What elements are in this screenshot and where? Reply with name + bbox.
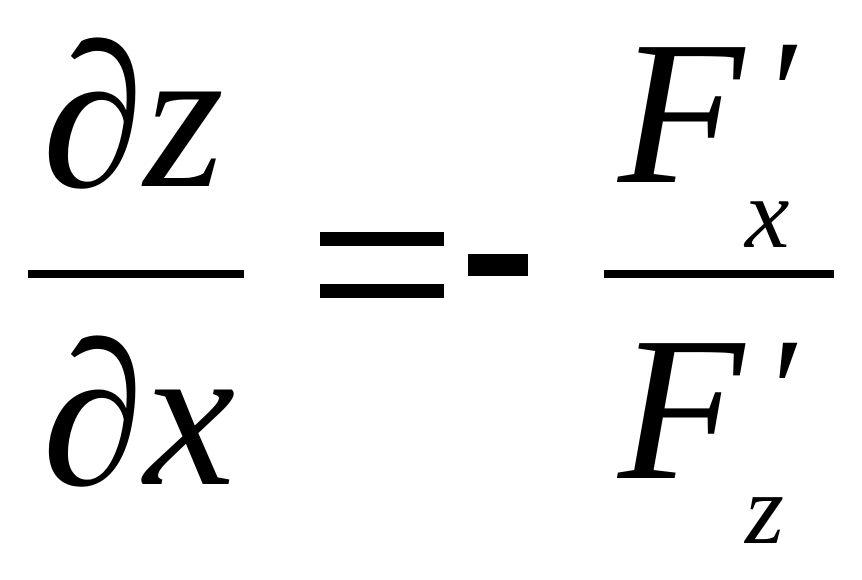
rhs-numerator-subscript: x bbox=[745, 158, 790, 269]
lhs-numerator: ∂z bbox=[42, 2, 224, 231]
equals-bar-bottom bbox=[320, 284, 444, 298]
lhs-fraction-bar bbox=[28, 270, 244, 278]
rhs-numerator-symbol: F bbox=[618, 0, 744, 227]
rhs-denominator-symbol: F bbox=[618, 294, 744, 523]
minus-sign: - bbox=[468, 254, 528, 276]
minus-bar bbox=[468, 254, 528, 276]
equals-bar-top bbox=[320, 232, 444, 246]
lhs-denominator: ∂x bbox=[42, 300, 236, 529]
rhs-numerator-prime: ′ bbox=[772, 10, 805, 176]
rhs-denominator-prime: ′ bbox=[772, 308, 805, 474]
rhs-denominator-subscript: z bbox=[745, 454, 784, 565]
rhs-fraction-bar bbox=[604, 270, 834, 278]
equals-sign: = bbox=[320, 232, 444, 298]
